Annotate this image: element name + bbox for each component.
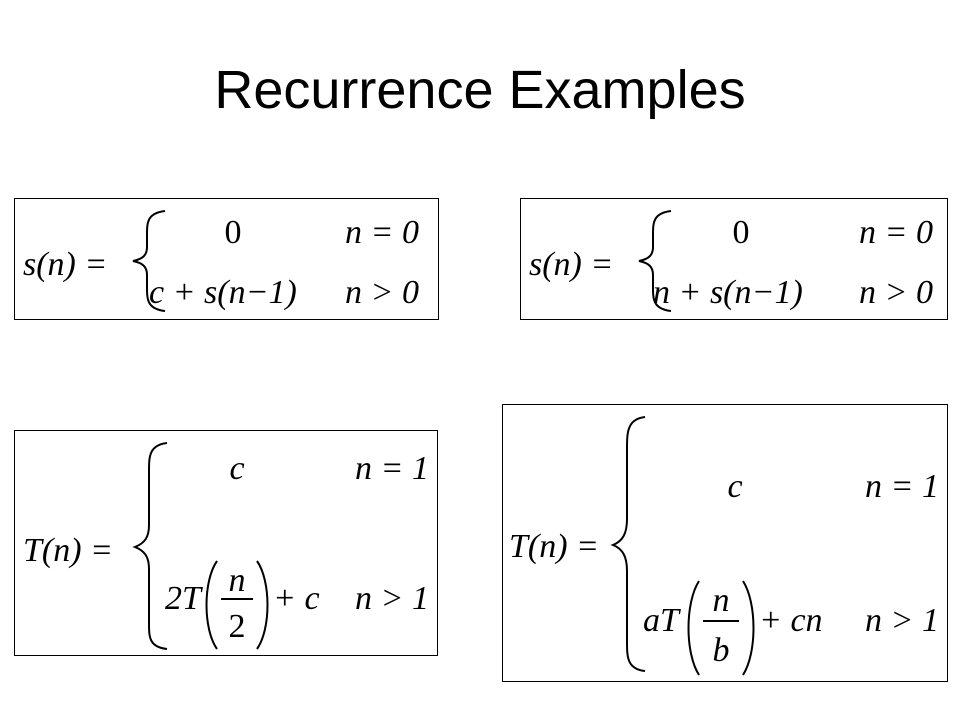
- left-brace: [638, 210, 672, 312]
- fraction-denominator: 2: [229, 608, 246, 645]
- case2-tail: + c: [273, 580, 320, 617]
- left-paren: [205, 560, 218, 650]
- fraction-numerator: n: [229, 562, 246, 599]
- left-paren: [687, 580, 700, 676]
- case1-condition: n = 1: [355, 450, 429, 487]
- case2-value: n + s(n−1): [653, 274, 803, 311]
- case1-condition: n = 0: [859, 214, 933, 251]
- case1-value: c: [229, 450, 244, 487]
- case2-condition: n > 0: [345, 274, 419, 311]
- equation-box-t-halving: T(n) = c n = 1 2T n 2 + c n > 1: [14, 430, 438, 656]
- equation-lhs: T(n) =: [23, 532, 113, 569]
- left-brace: [132, 210, 166, 312]
- case1-condition: n = 0: [345, 214, 419, 251]
- case2-condition: n > 0: [859, 274, 933, 311]
- fraction-denominator: b: [713, 632, 730, 669]
- fraction-numerator: n: [713, 582, 730, 619]
- left-brace: [132, 442, 168, 650]
- case2-value: c + s(n−1): [149, 274, 297, 311]
- case2-coefficient: 2T: [165, 580, 203, 617]
- case2-tail: + cn: [759, 602, 823, 639]
- left-brace: [610, 416, 646, 672]
- equation-lhs: s(n) =: [23, 246, 107, 283]
- case2-condition: n > 1: [355, 580, 429, 617]
- equation-lhs: s(n) =: [529, 246, 613, 283]
- case1-condition: n = 1: [865, 468, 939, 505]
- equation-box-s-linear: s(n) = 0 n = 0 n + s(n−1) n > 0: [520, 198, 948, 320]
- slide-title: Recurrence Examples: [214, 60, 746, 120]
- case2-coefficient: aT: [643, 602, 681, 639]
- equation-lhs: T(n) =: [509, 528, 599, 565]
- equation-box-s-constant: s(n) = 0 n = 0 c + s(n−1) n > 0: [14, 198, 439, 320]
- equation-box-t-divide-conquer: T(n) = c n = 1 aT n b + cn n > 1: [502, 404, 948, 682]
- case1-value: 0: [225, 214, 242, 251]
- case2-condition: n > 1: [865, 602, 939, 639]
- right-paren: [742, 580, 755, 676]
- case1-value: c: [727, 468, 742, 505]
- right-paren: [256, 560, 269, 650]
- case1-value: 0: [733, 214, 750, 251]
